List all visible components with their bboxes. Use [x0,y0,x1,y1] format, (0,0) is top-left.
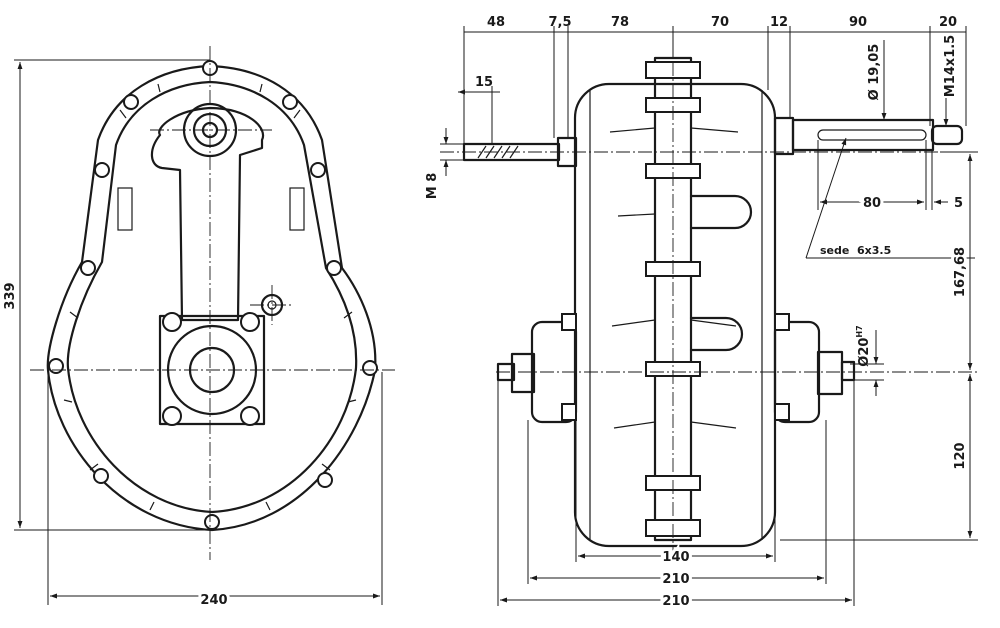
side-pad-left [117,187,133,231]
dim-120-label: 120 [953,442,968,469]
dim-80-label: 80 [863,196,881,211]
thread-m8-label: M 8 [425,173,440,200]
dim-15-label: 15 [475,75,493,90]
dim-height-label: 339 [3,282,18,309]
perimeter-bolt [80,260,96,276]
dim-width-label: 240 [200,593,227,608]
dim-top-label: 78 [611,15,629,30]
flange-bolt [240,406,260,426]
flange-bolt [162,312,182,332]
dim-210-overall-label: 210 [662,594,689,609]
keyway-label: sede 6x3.5 [820,244,891,257]
perimeter-bolt [362,360,378,376]
flange-bolt [162,406,182,426]
keyway-leader [805,137,847,259]
inspection-window [689,194,753,230]
shaft-diameter-label: Ø 19,05 [867,44,882,101]
inner-chamber [150,106,265,322]
right-shaft-thread [930,124,964,146]
right-shaft-collar [773,116,795,156]
keyway-slot [817,129,927,141]
dim-210-label: 210 [662,572,689,587]
dim-167-label: 167,68 [953,247,968,297]
dim-140-label: 140 [662,550,689,565]
hub-right-cap [816,350,844,396]
right-shaft [791,118,935,152]
side-pad-right [289,187,305,231]
dim-top-label: 48 [487,15,505,30]
hub-left-cap [510,352,536,394]
bore-diameter-label: Ø20H7 [855,325,872,366]
perimeter-bolt [93,468,109,484]
inspection-window [689,316,744,352]
housing-ribs [63,83,357,511]
perimeter-bolt [204,514,220,530]
dim-top-label: 70 [711,15,729,30]
dim-top-label: 20 [939,15,957,30]
dim-top-label: 90 [849,15,867,30]
thread-m14-label: M14x1.5 [943,35,958,97]
rib-fins [609,127,739,429]
dim-top-label: 12 [770,15,788,30]
perimeter-bolt [48,358,64,374]
perimeter-bolt [317,472,333,488]
perimeter-bolt [123,94,139,110]
side-view: 48 7,5 78 70 12 90 20 15 M 8 Ø 19,05 M14… [425,15,980,612]
perimeter-bolt [310,162,326,178]
top-extension-lines [463,26,967,144]
hub-bolts [561,313,790,421]
perimeter-bolts [48,60,378,530]
front-view: 339 240 [3,46,395,611]
perimeter-bolt [282,94,298,110]
dim-5-label: 5 [954,196,963,211]
housing-outer-outline [46,64,377,532]
flange-bolt [240,312,260,332]
perimeter-bolt [94,162,110,178]
perimeter-bolt [326,260,342,276]
dim-top-label: 7,5 [548,15,571,30]
hub-right-stud [840,360,856,382]
